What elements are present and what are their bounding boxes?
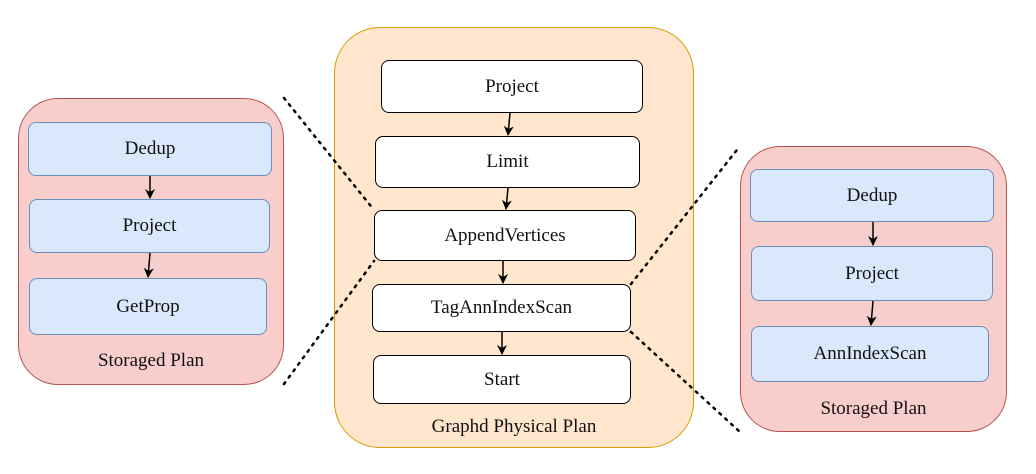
graphd-arrow-project-to-limit bbox=[503, 112, 514, 136]
right-plan-caption: Storaged Plan bbox=[820, 398, 927, 419]
left-getprop-node: GetProp bbox=[29, 278, 267, 335]
right-arrow-project-to-annindexscan bbox=[866, 300, 877, 326]
right-annindexscan-node: AnnIndexScan bbox=[751, 326, 989, 382]
graphd-project-node: Project bbox=[381, 60, 643, 113]
graphd-appendvertices-node: AppendVertices bbox=[374, 210, 636, 261]
dotted-link-left-top bbox=[282, 96, 376, 212]
dotted-link-right-top bbox=[629, 144, 742, 286]
right-dedup-node: Dedup bbox=[750, 169, 994, 222]
graphd-tagannindexscan-node: TagAnnIndexScan bbox=[372, 284, 631, 332]
dotted-link-right-bottom bbox=[629, 330, 742, 434]
left-plan-caption: Storaged Plan bbox=[97, 350, 205, 371]
graphd-arrow-limit-to-appendvertices bbox=[501, 187, 512, 210]
graphd-start-node: Start bbox=[373, 355, 631, 404]
dotted-link-left-bottom bbox=[282, 259, 376, 386]
left-dedup-node: Dedup bbox=[28, 122, 272, 176]
graphd-limit-node: Limit bbox=[375, 136, 640, 188]
left-project-node: Project bbox=[29, 199, 270, 253]
right-project-node: Project bbox=[751, 246, 993, 301]
graphd-plan-caption: Graphd Physical Plan bbox=[431, 416, 597, 437]
left-arrow-project-to-getprop bbox=[143, 252, 154, 278]
